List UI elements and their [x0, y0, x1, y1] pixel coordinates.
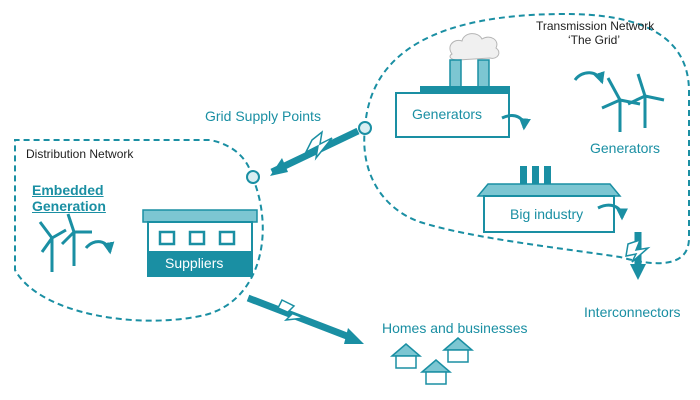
- house-icon: [389, 343, 423, 369]
- industry-building-icon: [476, 166, 622, 233]
- circular-arrow-icon: [573, 70, 605, 85]
- lightning-arrow-icon: [625, 232, 651, 280]
- embedded-generation-line2: Generation: [32, 198, 106, 215]
- grid-supply-points-label: Grid Supply Points: [205, 108, 321, 124]
- interconnectors-label: Interconnectors: [584, 304, 681, 320]
- circular-arrow-icon: [501, 114, 531, 131]
- wind-turbine-icon: [601, 73, 665, 132]
- factory-icon: [395, 33, 510, 138]
- house-icon: [441, 337, 475, 363]
- lightning-arrow-icon: [270, 127, 360, 176]
- suppliers-label-bg: [149, 251, 251, 275]
- house-icon: [419, 359, 453, 385]
- grid-supply-point-node: [246, 170, 260, 184]
- generators-building-label: Generators: [412, 106, 483, 122]
- grid-supply-point-node: [358, 121, 372, 135]
- smoke-cloud-icon: [449, 33, 500, 61]
- suppliers-label: Suppliers: [165, 255, 224, 271]
- transmission-network-title: Transmission Network: [536, 19, 655, 33]
- embedded-generation-line1: Embedded: [32, 182, 104, 198]
- wind-turbine-icon: [38, 213, 92, 272]
- generators-wind-label: Generators: [590, 140, 661, 156]
- circular-arrow-icon: [84, 240, 115, 255]
- distribution-network-boundary: [14, 139, 264, 322]
- big-industry-label: Big industry: [510, 206, 584, 222]
- transmission-network-boundary: [363, 12, 690, 265]
- lightning-arrow-icon: [246, 294, 364, 344]
- distribution-network-title: Distribution Network: [26, 147, 134, 161]
- transmission-network-subtitle: ‘The Grid’: [568, 33, 621, 47]
- embedded-generation-label: Embedded Generation: [32, 182, 106, 214]
- circular-arrow-icon: [597, 203, 628, 221]
- homes-and-businesses-label: Homes and businesses: [382, 320, 528, 336]
